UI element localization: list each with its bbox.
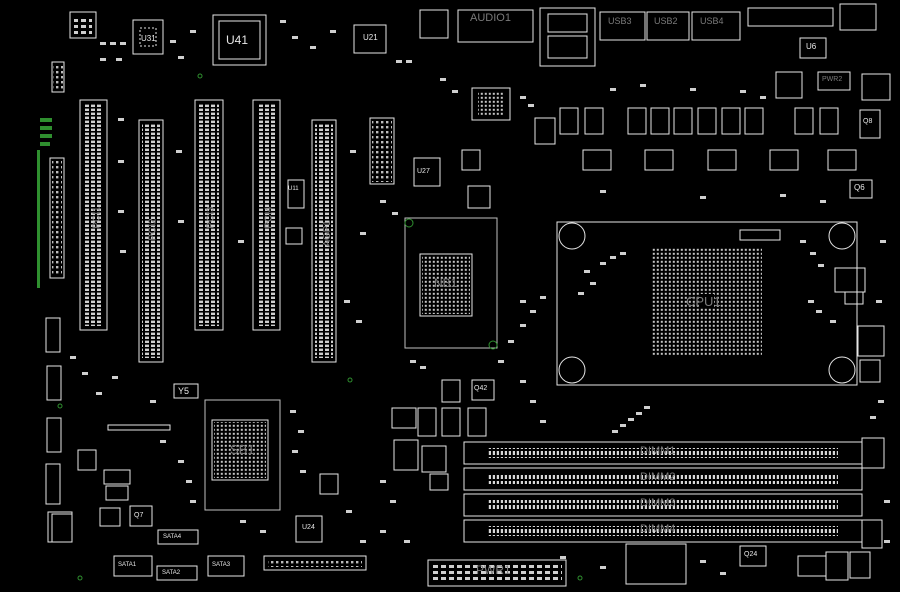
sata3-label: SATA3 — [212, 562, 231, 568]
q6-label: Q6 — [854, 183, 865, 192]
pwr1-label: PWR1 — [476, 563, 511, 577]
smd-components — [70, 20, 890, 575]
usb2-label: USB2 — [654, 16, 678, 26]
dimm-slots — [463, 441, 863, 543]
pci1-label: PCI1 — [91, 206, 103, 229]
dimm4-label: DIMM4 — [640, 523, 676, 535]
pci3-label: PCI3 — [205, 206, 217, 229]
pci-slots — [79, 99, 337, 363]
u27-label: U27 — [417, 168, 430, 175]
y5-label: Y5 — [178, 386, 190, 396]
q7-label: Q7 — [134, 512, 144, 519]
sata2-label: SATA2 — [162, 570, 181, 576]
u11-label: U11 — [288, 186, 299, 192]
nb-label: NB1 — [434, 276, 458, 290]
misc-components — [51, 229, 885, 543]
usb4-label: USB4 — [700, 16, 724, 26]
u21-label: U21 — [363, 33, 378, 42]
q42-label: Q42 — [474, 385, 488, 392]
sb-label: SB1 — [230, 442, 255, 457]
dimm1-label: DIMM1 — [640, 445, 676, 457]
mosfet-row — [534, 107, 881, 199]
agp-label: AGP1 — [321, 220, 333, 247]
q8-label: Q8 — [863, 118, 873, 125]
u31-label: U31 — [141, 34, 156, 43]
audio-connector-label: AUDIO1 — [470, 12, 511, 24]
u24-label: U24 — [302, 524, 315, 531]
dimm3-label: DIMM3 — [640, 497, 676, 509]
left-edge-headers — [45, 61, 73, 543]
q24-label: Q24 — [744, 551, 758, 558]
south-bridge — [173, 383, 281, 511]
pci2-label: PCI2 — [147, 218, 159, 241]
pci4-label: PCI4 — [263, 206, 275, 229]
bottom-connectors — [113, 519, 883, 587]
north-bridge — [404, 217, 498, 350]
cpu-socket — [556, 221, 858, 386]
pwr2-label: PWR2 — [822, 76, 843, 83]
u6-label: U6 — [806, 42, 817, 51]
sata1-label: SATA1 — [118, 562, 137, 568]
top-left-components — [69, 3, 891, 245]
usb3-label: USB3 — [608, 16, 632, 26]
u41-label: U41 — [226, 33, 249, 47]
edge-connector-accent — [37, 118, 52, 288]
cpu-label: CPU1 — [686, 294, 721, 309]
sata4-label: SATA4 — [163, 534, 182, 540]
vias — [57, 73, 583, 581]
dimm2-label: DIMM2 — [640, 471, 676, 483]
